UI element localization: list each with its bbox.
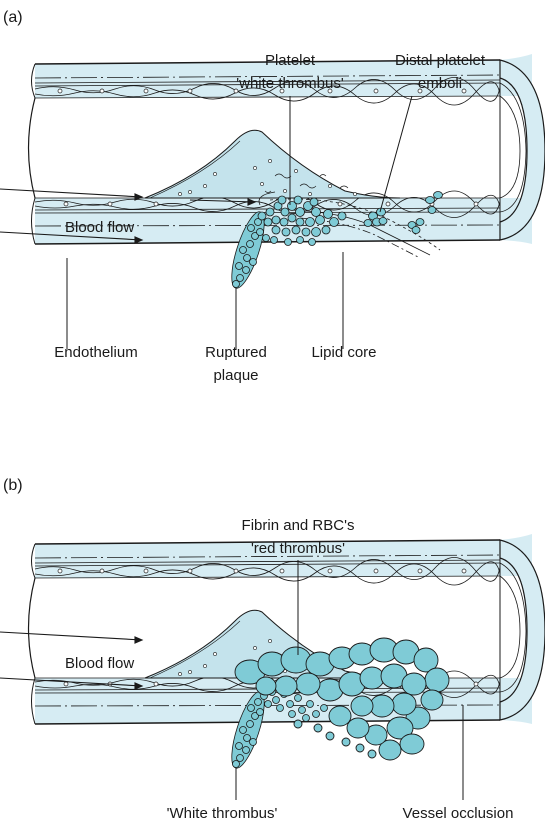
label-platelet-1: Platelet [265,52,316,69]
panel-a: (a) [0,9,545,384]
label-ruptured-1: Ruptured [205,344,267,361]
panel-b: (b) [0,477,545,822]
label-distal-1: Distal platelet [395,52,486,69]
label-platelet-2: 'white thrombus' [236,75,344,92]
label-endothelium: Endothelium [54,344,137,361]
label-fibrin-1: Fibrin and RBC's [242,517,355,534]
label-lipid-core: Lipid core [311,344,376,361]
label-vessel-occlusion: Vessel occlusion [403,805,514,822]
panel-b-letter: (b) [3,477,23,494]
label-fibrin-2: 'red thrombus' [251,540,345,557]
label-white-thrombus: 'White thrombus' [167,805,278,822]
label-distal-2: emboli [418,75,462,92]
panel-a-letter: (a) [3,9,23,26]
label-ruptured-2: plaque [213,367,258,384]
label-blood-flow-a: Blood flow [65,219,134,236]
label-blood-flow-b: Blood flow [65,655,134,672]
